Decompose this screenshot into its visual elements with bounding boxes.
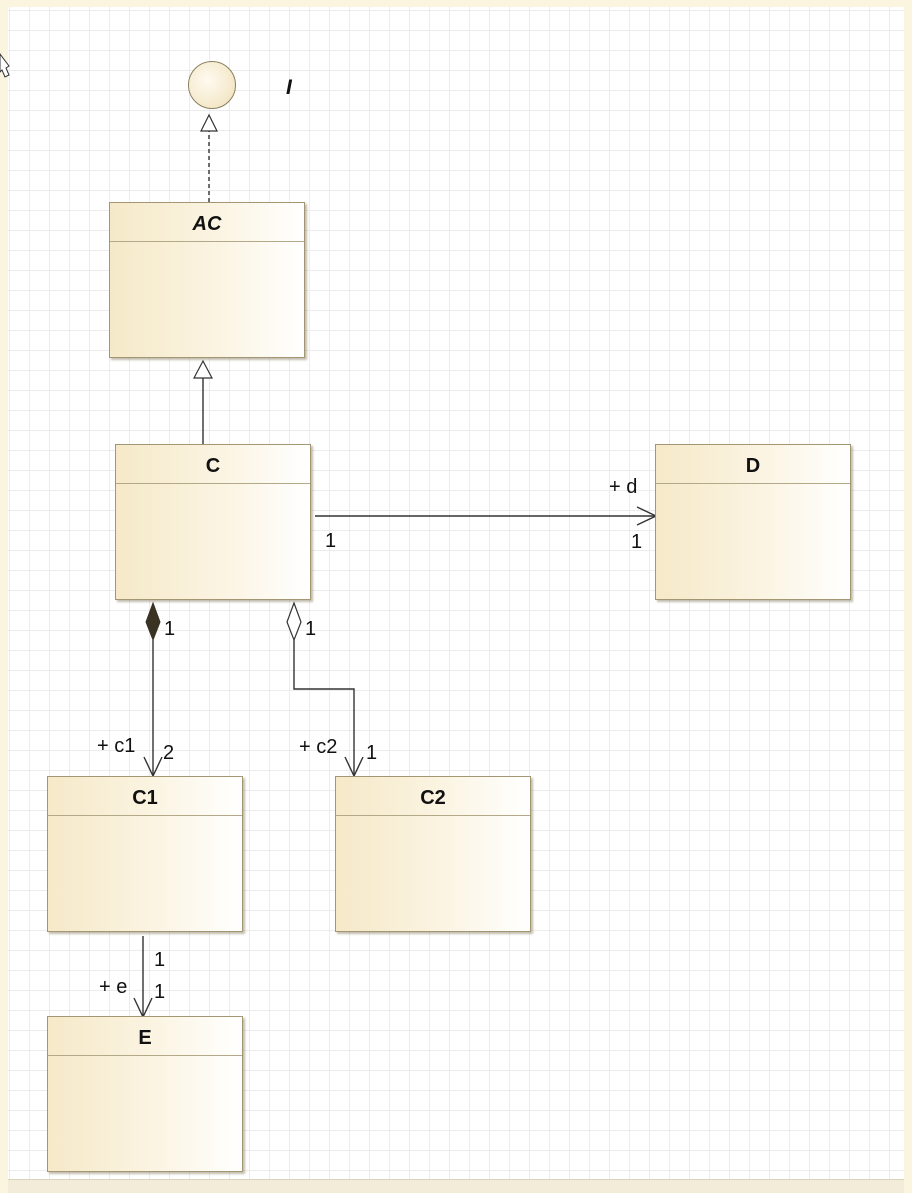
class-c1[interactable]: C1	[47, 776, 243, 932]
horizontal-scrollbar[interactable]	[8, 1179, 904, 1193]
multiplicity-c1-e-target: 1	[154, 981, 166, 1003]
multiplicity-c-c2-source: 1	[305, 618, 317, 640]
class-name: E	[48, 1017, 242, 1056]
class-c[interactable]: C	[115, 444, 311, 600]
multiplicity-c-d-source: 1	[325, 530, 337, 552]
composition-c-to-c1[interactable]	[143, 601, 163, 778]
class-name: C1	[48, 777, 242, 816]
generalization-c-to-ac[interactable]	[193, 359, 213, 444]
class-e[interactable]: E	[47, 1016, 243, 1172]
class-ac[interactable]: AC	[109, 202, 305, 358]
class-name: C	[116, 445, 310, 484]
association-c1-to-e[interactable]	[133, 936, 153, 1019]
class-name: D	[656, 445, 850, 484]
interface-lollipop-icon[interactable]	[188, 61, 236, 109]
role-e: + e	[99, 976, 128, 998]
aggregation-c-to-c2[interactable]	[286, 601, 364, 778]
multiplicity-c-c1-target: 2	[163, 742, 175, 764]
cursor-icon	[0, 53, 10, 78]
class-c2[interactable]: C2	[335, 776, 531, 932]
multiplicity-c-c1-source: 1	[164, 618, 176, 640]
class-d[interactable]: D	[655, 444, 851, 600]
role-d: + d	[609, 476, 638, 498]
realization-ac-to-i[interactable]	[200, 113, 218, 202]
multiplicity-c-d-target: 1	[631, 531, 643, 553]
interface-name: I	[286, 76, 292, 99]
multiplicity-c1-e-source: 1	[154, 949, 166, 971]
class-name: C2	[336, 777, 530, 816]
class-name: AC	[110, 203, 304, 242]
role-c1: + c1	[97, 735, 136, 757]
role-c2: + c2	[299, 736, 338, 758]
association-c-to-d[interactable]	[315, 506, 658, 526]
multiplicity-c-c2-target: 1	[366, 742, 378, 764]
